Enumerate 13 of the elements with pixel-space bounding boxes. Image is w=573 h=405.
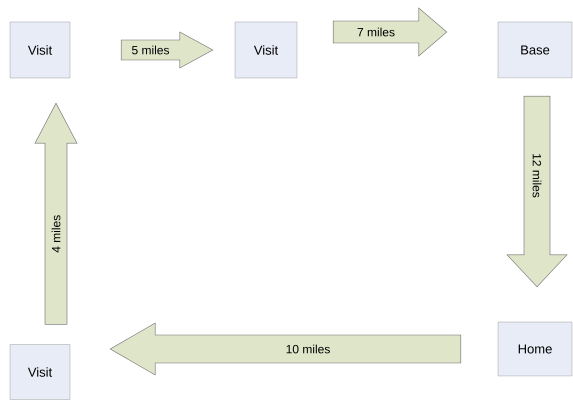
- place-box: Visit: [10, 344, 70, 400]
- block-arrow: [34, 102, 78, 325]
- place-box: Home: [498, 322, 572, 376]
- edge-label: 5 miles: [130, 44, 170, 56]
- block-arrow: [506, 96, 568, 288]
- place-box: Base: [498, 22, 572, 78]
- edge-label: 7 miles: [356, 26, 396, 38]
- block-arrow: [110, 322, 462, 376]
- place-box: Visit: [234, 22, 298, 78]
- edge-label: 12 miles: [532, 152, 542, 199]
- place-box: Visit: [10, 22, 70, 78]
- edge-label: 4 miles: [50, 214, 62, 254]
- edge-label: 10 miles: [284, 344, 332, 354]
